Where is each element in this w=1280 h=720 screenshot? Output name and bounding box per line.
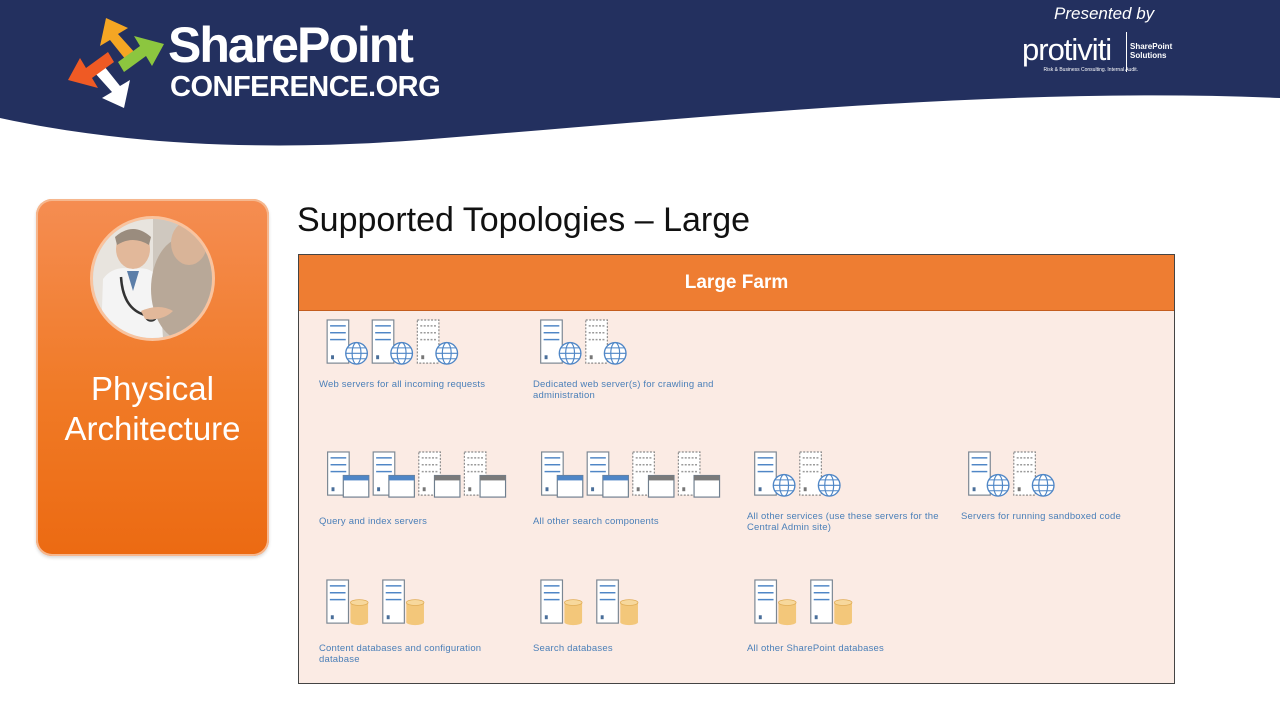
sponsor-name: protiviti (1022, 32, 1112, 67)
server-group: All other services (use these servers fo… (747, 451, 938, 533)
section-title-line2: Architecture (64, 410, 241, 447)
database-server-icon (326, 579, 425, 626)
search-server-icon (541, 451, 721, 498)
database-server-icon (540, 579, 639, 626)
presented-by-label: Presented by (1054, 4, 1155, 23)
section-tile: Physical Architecture (36, 199, 269, 556)
server-group: Content databases and configuration data… (319, 579, 481, 665)
diagram-header: Large Farm (299, 255, 1174, 311)
server-group-label: Content databases and configuration data… (319, 643, 482, 665)
sponsor-unit: SharePoint Solutions (1130, 42, 1173, 60)
web-server-icon (540, 319, 627, 365)
search-server-icon (327, 451, 507, 498)
server-group-label: Search databases (533, 643, 613, 654)
server-group: Query and index servers (319, 451, 541, 527)
server-group-label: Servers for running sandboxed code (961, 511, 1121, 522)
server-group: Web servers for all incoming requests (319, 319, 493, 390)
brand-domain: CONFERENCE.ORG (170, 71, 441, 103)
server-group-label: Dedicated web server(s) for crawling and… (533, 379, 714, 401)
sponsor-logo: protiviti Risk & Business Consulting. In… (1022, 32, 1172, 73)
server-group: Search databases (533, 579, 683, 654)
server-group-label: All other services (use these servers fo… (747, 511, 939, 533)
sponsor-divider (1126, 32, 1127, 72)
section-title-line1: Physical (91, 370, 214, 407)
doctor-illustration (93, 219, 212, 338)
brand-wordmark: SharePoint CONFERENCE.ORG (168, 17, 441, 103)
server-group: All other SharePoint databases (747, 579, 897, 654)
sponsor-tagline: Risk & Business Consulting. Internal Aud… (1043, 67, 1139, 73)
server-group-label: All other SharePoint databases (747, 643, 884, 654)
slide-title: Supported Topologies – Large (297, 201, 751, 239)
brand-name: SharePoint (168, 17, 414, 73)
doctor-photo (93, 219, 212, 338)
server-group: All other search components (533, 451, 755, 527)
section-title: Physical Architecture (36, 369, 269, 449)
server-group: Servers for running sandboxed code (961, 451, 1121, 522)
server-group-label: Web servers for all incoming requests (319, 379, 486, 390)
sharepoint-conference-logo-icon (68, 18, 164, 108)
web-server-icon (326, 319, 459, 365)
topology-diagram: Large Farm Web servers for all incoming … (298, 254, 1175, 684)
header-banner (0, 0, 1280, 146)
database-server-icon (754, 579, 853, 626)
web-server-icon (968, 451, 1055, 497)
server-group-label: All other search components (533, 516, 659, 527)
server-group: Dedicated web server(s) for crawling and… (533, 319, 713, 401)
web-server-icon (754, 451, 841, 497)
server-group-label: Query and index servers (319, 516, 428, 527)
